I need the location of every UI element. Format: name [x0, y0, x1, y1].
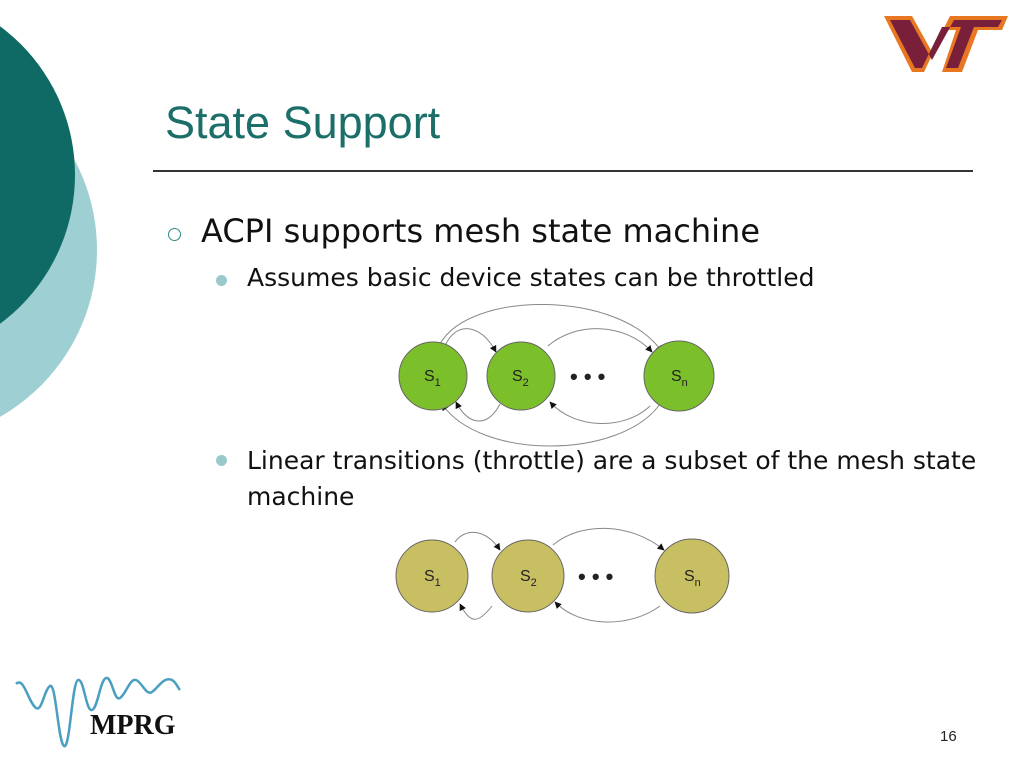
state-node-s1	[398, 341, 468, 411]
decorative-circles	[0, 26, 97, 417]
state-node-s2	[491, 539, 565, 613]
mprg-text: MPRG	[90, 710, 176, 741]
node-label-s1: S1	[424, 368, 441, 389]
bullet-level2-b: Linear transitions (throttle) are a subs…	[247, 446, 977, 511]
transition-arrow	[552, 527, 665, 551]
transition-arrow	[547, 328, 653, 353]
node-label-sn: Sn	[684, 568, 701, 589]
transition-arrow	[441, 403, 661, 447]
transition-arrow	[459, 603, 493, 620]
ellipsis: • • •	[570, 364, 605, 389]
hollow-bullet-icon	[168, 228, 181, 241]
transition-arrow	[444, 328, 497, 353]
page-number: 16	[940, 728, 957, 745]
node-label-s2: S2	[512, 368, 529, 389]
dark-teal-circle	[0, 26, 75, 324]
ellipsis: • • •	[578, 564, 613, 589]
vt-logo	[884, 16, 1008, 72]
state-node-sn	[643, 340, 715, 412]
bullet-level2-a: Assumes basic device states can be throt…	[247, 263, 815, 292]
node-label-s2: S2	[520, 568, 537, 589]
dot-bullet-icon	[216, 455, 227, 466]
node-label-sn: Sn	[671, 368, 688, 389]
transition-arrow	[549, 401, 651, 424]
slide-title: State Support	[165, 97, 441, 148]
dot-bullet-icon	[216, 275, 227, 286]
title-divider	[153, 170, 973, 172]
state-node-s2	[486, 341, 556, 411]
transition-arrow	[554, 601, 661, 623]
transition-arrow	[455, 401, 501, 422]
state-node-s1	[395, 539, 469, 613]
bullet-level1: ACPI supports mesh state machine	[201, 212, 761, 250]
mesh-state-diagram: S1 S2 Sn • • •	[398, 303, 715, 447]
node-label-s1: S1	[424, 568, 441, 589]
mprg-logo: MPRG	[15, 676, 181, 748]
transition-arrow	[439, 303, 663, 353]
state-node-sn	[654, 538, 730, 614]
waveform-icon	[15, 676, 181, 748]
linear-state-diagram: S1 S2 Sn • • •	[395, 527, 730, 623]
transition-arrow	[454, 532, 501, 551]
